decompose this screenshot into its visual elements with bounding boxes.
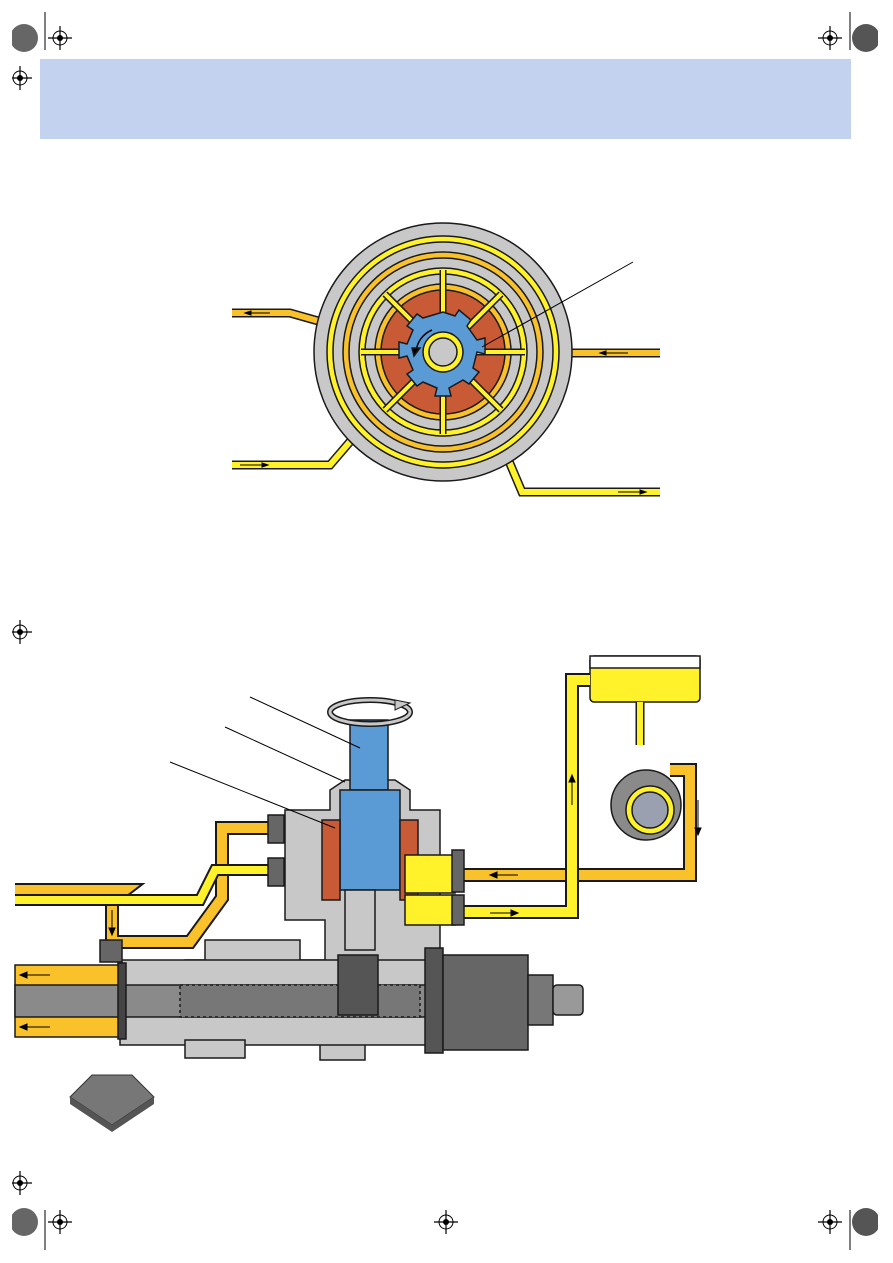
rotary-valve-section: [232, 222, 660, 497]
input-shaft: [349, 719, 389, 791]
rubber-boot: [442, 954, 529, 1051]
leader-lines: [169, 696, 361, 829]
rotation-arrow-icon: [327, 697, 413, 727]
steering-rack-assembly: [14, 655, 701, 1061]
flow-arrow-icon: [18, 773, 702, 1031]
header-band: [40, 59, 851, 139]
direction-arrow-icon: [69, 1074, 155, 1132]
rotation-arrow-icon: [411, 347, 422, 358]
valve-spool: [339, 789, 401, 891]
flow-arrow-icon: [240, 310, 648, 495]
pinion: [337, 954, 379, 1016]
